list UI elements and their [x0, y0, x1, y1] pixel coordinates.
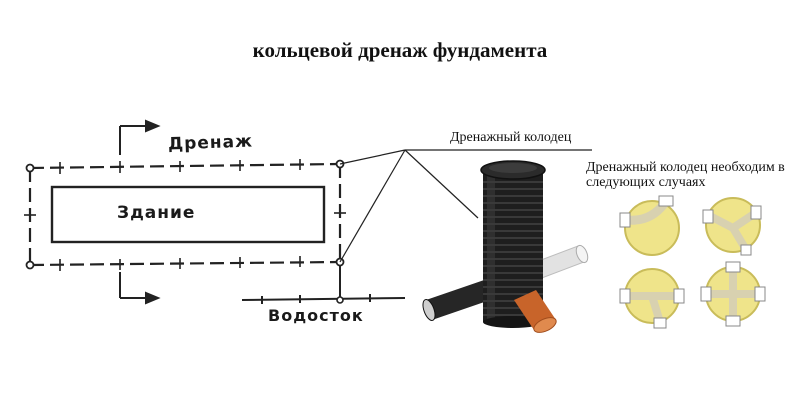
drainage-well-picture — [422, 160, 589, 333]
building-outline — [50, 185, 326, 244]
case-disc-1 — [619, 195, 680, 256]
case-disc-3 — [619, 268, 685, 329]
outlet-label: Водосток — [268, 306, 364, 325]
drain-ticks — [24, 159, 346, 271]
diagram-title: кольцевой дренаж фундамента — [252, 38, 548, 62]
case-disc-2 — [702, 197, 762, 256]
case-disc-4 — [700, 261, 766, 327]
drain-label: Дренаж — [167, 131, 254, 155]
black-inlet-pipe — [422, 278, 496, 321]
building-label: Здание — [117, 203, 196, 223]
cases-caption-line-1: Дренажный колодец необходим в — [586, 160, 785, 175]
cases-caption: Дренажный колодец необходим в следующих … — [586, 160, 785, 190]
section-arrow-bottom — [119, 272, 161, 305]
well-leader-lines — [339, 149, 592, 263]
outlet-line — [241, 265, 406, 304]
orange-outlet-pipe — [514, 290, 557, 333]
outlet-node — [336, 296, 344, 304]
cases-caption-line-2: следующих случаях — [586, 175, 706, 190]
section-arrow-top — [119, 119, 161, 155]
well-label: Дренажный колодец — [450, 130, 572, 145]
